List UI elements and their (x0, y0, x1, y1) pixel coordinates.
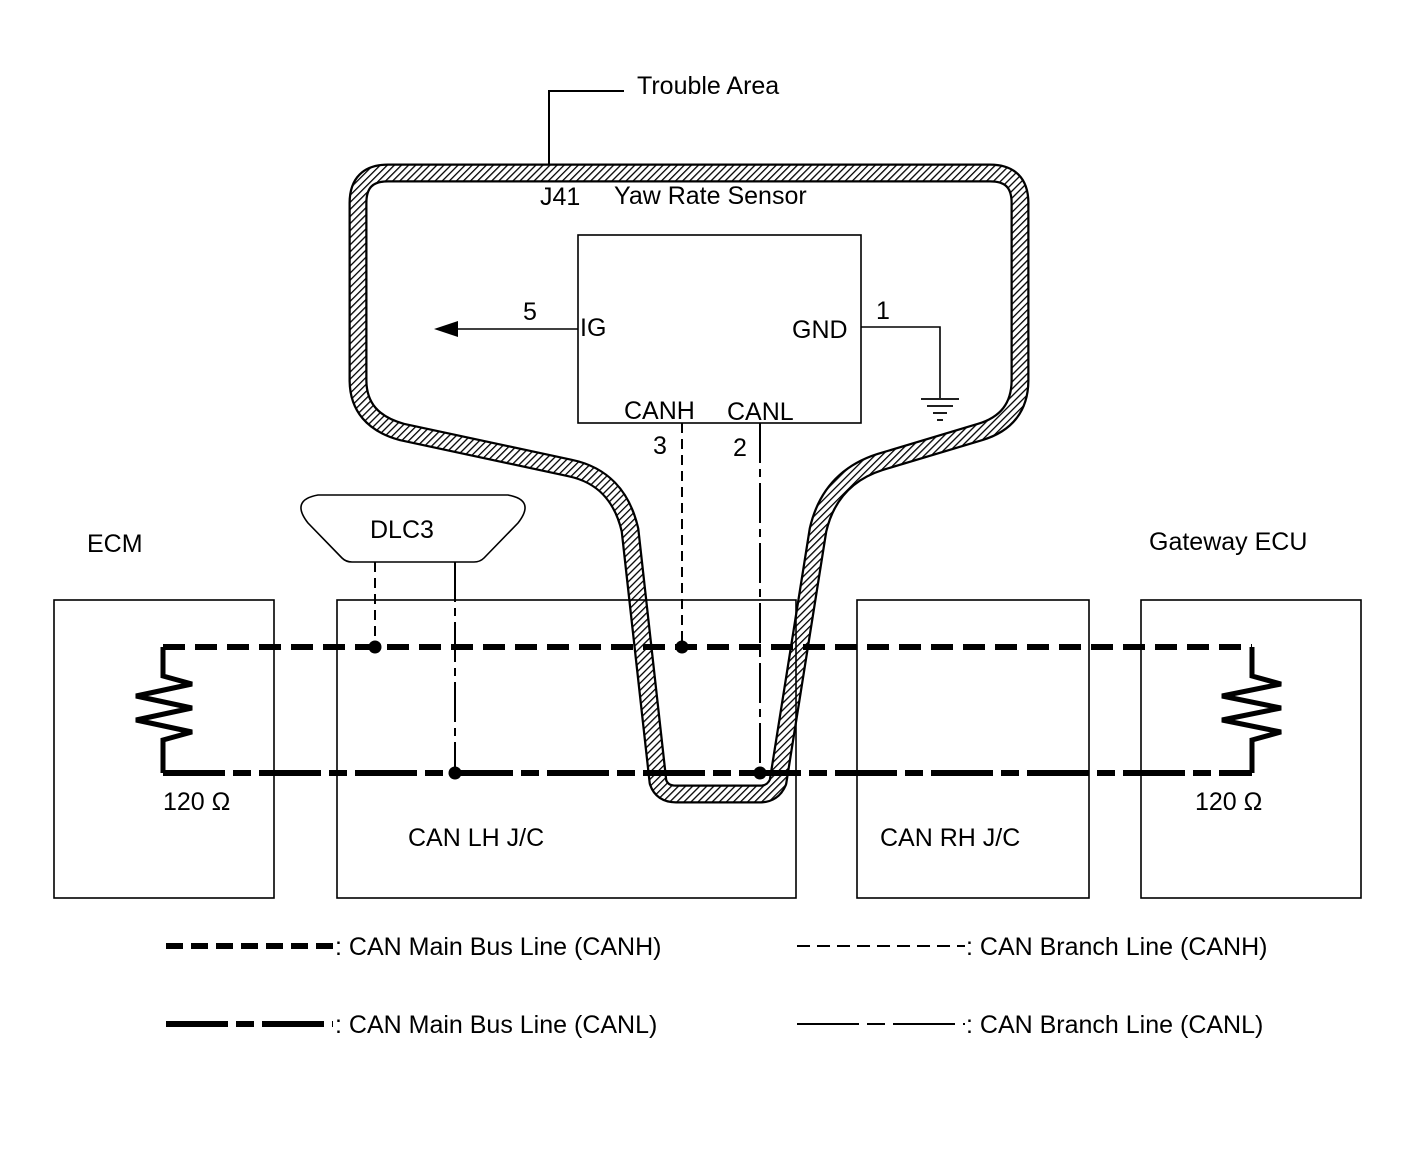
legend-main-canl-label: : CAN Main Bus Line (CANL) (335, 1011, 657, 1039)
ecm-box (53, 599, 275, 899)
legend: : CAN Main Bus Line (CANH) : CAN Main Bu… (166, 933, 1267, 1039)
junction-dot (753, 766, 767, 780)
sensor-connector-label: J41 (540, 183, 580, 211)
trouble-area-label: Trouble Area (637, 72, 779, 100)
ig-pin-number: 5 (523, 298, 537, 326)
gateway-resistor-icon (1221, 647, 1282, 773)
can-rh-jc-label: CAN RH J/C (880, 824, 1020, 852)
sensor-name-label: Yaw Rate Sensor (614, 182, 807, 210)
ecm-label: ECM (87, 530, 143, 558)
junction-dot (675, 640, 689, 654)
dlc3-connector-shape (300, 494, 526, 563)
ecm-resistor-icon (135, 647, 193, 773)
gateway-ecu-box (1140, 599, 1362, 899)
legend-main-canh-label: : CAN Main Bus Line (CANH) (335, 933, 661, 961)
trouble-area-leader (548, 90, 624, 166)
canl-pin-label: CANL (727, 398, 794, 426)
gnd-wire (861, 326, 941, 398)
legend-branch-canh-label: : CAN Branch Line (CANH) (966, 933, 1267, 961)
ig-pin-label: IG (580, 314, 606, 342)
trouble-area-outline (348, 163, 1030, 804)
ground-icon (921, 398, 959, 421)
gateway-resistor-label: 120 Ω (1195, 788, 1262, 816)
gnd-pin-number: 1 (876, 297, 890, 325)
gnd-pin-label: GND (792, 316, 848, 344)
junction-dot (448, 766, 462, 780)
can-lh-jc-label: CAN LH J/C (408, 824, 544, 852)
can-rh-jc-box (856, 599, 1090, 899)
gateway-ecu-label: Gateway ECU (1149, 528, 1307, 556)
dlc3-label: DLC3 (370, 516, 434, 544)
canh-pin-label: CANH (624, 397, 695, 425)
ecm-resistor-label: 120 Ω (163, 788, 230, 816)
can-lh-jc-box (336, 599, 797, 899)
legend-branch-canl-label: : CAN Branch Line (CANL) (966, 1011, 1263, 1039)
junction-dot (368, 640, 382, 654)
arrow-left-icon (434, 321, 458, 337)
canh-pin-number: 3 (653, 432, 667, 460)
canl-pin-number: 2 (733, 434, 747, 462)
